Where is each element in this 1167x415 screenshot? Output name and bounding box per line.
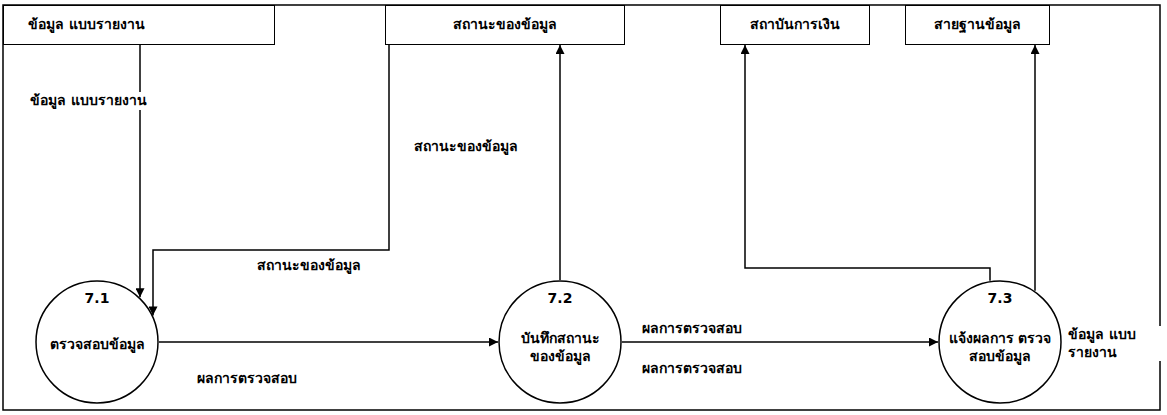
process-number: 7.2 <box>498 290 622 308</box>
data-flow-arrow <box>745 45 990 281</box>
process-name: บันทึกสถานะ ของข้อมูล <box>508 330 612 365</box>
node-label: สถานะของข้อมูล <box>453 16 557 34</box>
node-label: สถาบันการเงิน <box>750 16 840 34</box>
outer-frame <box>3 5 1160 410</box>
flow-label: สถานะของข้อมูล <box>412 138 520 156</box>
data-flow-arrow <box>1034 45 1036 291</box>
data-flow-arrow <box>559 45 561 280</box>
data-flow-arrow <box>622 341 938 343</box>
data-flow-arrow <box>153 45 389 315</box>
flow-label: ข้อมูล แบบรายงาน <box>28 92 149 110</box>
process-number: 7.1 <box>35 290 159 308</box>
process-name: ตรวจสอบข้อมูล <box>45 336 149 354</box>
data-flow-arrow <box>159 341 498 343</box>
node-label: สายฐานข้อมูล <box>934 16 1021 34</box>
data-store: สถานะของข้อมูล <box>385 5 625 45</box>
process-circle: 7.2 บันทึกสถานะ ของข้อมูล <box>498 280 622 404</box>
data-flow-arrow <box>139 45 141 297</box>
flow-label: ผลการตรวจสอบ <box>640 360 744 378</box>
node-label: ข้อมูล แบบรายงาน <box>28 16 145 34</box>
flow-label: ผลการตรวจสอบ <box>640 320 744 338</box>
data-store: สายฐานข้อมูล <box>905 5 1050 45</box>
process-number: 7.3 <box>938 290 1062 308</box>
process-circle: 7.1 ตรวจสอบข้อมูล <box>35 280 159 404</box>
flow-label: ผลการตรวจสอบ <box>195 370 299 388</box>
flow-label: ข้อมูล แบบรายงาน <box>1066 326 1162 361</box>
flow-label: สถานะของข้อมูล <box>255 257 363 275</box>
process-circle: 7.3 แจ้งผลการ ตรวจสอบข้อมูล <box>938 280 1062 404</box>
process-name: แจ้งผลการ ตรวจสอบข้อมูล <box>948 330 1052 365</box>
external-entity: สถาบันการเงิน <box>720 5 870 45</box>
data-store: ข้อมูล แบบรายงาน <box>3 5 275 45</box>
